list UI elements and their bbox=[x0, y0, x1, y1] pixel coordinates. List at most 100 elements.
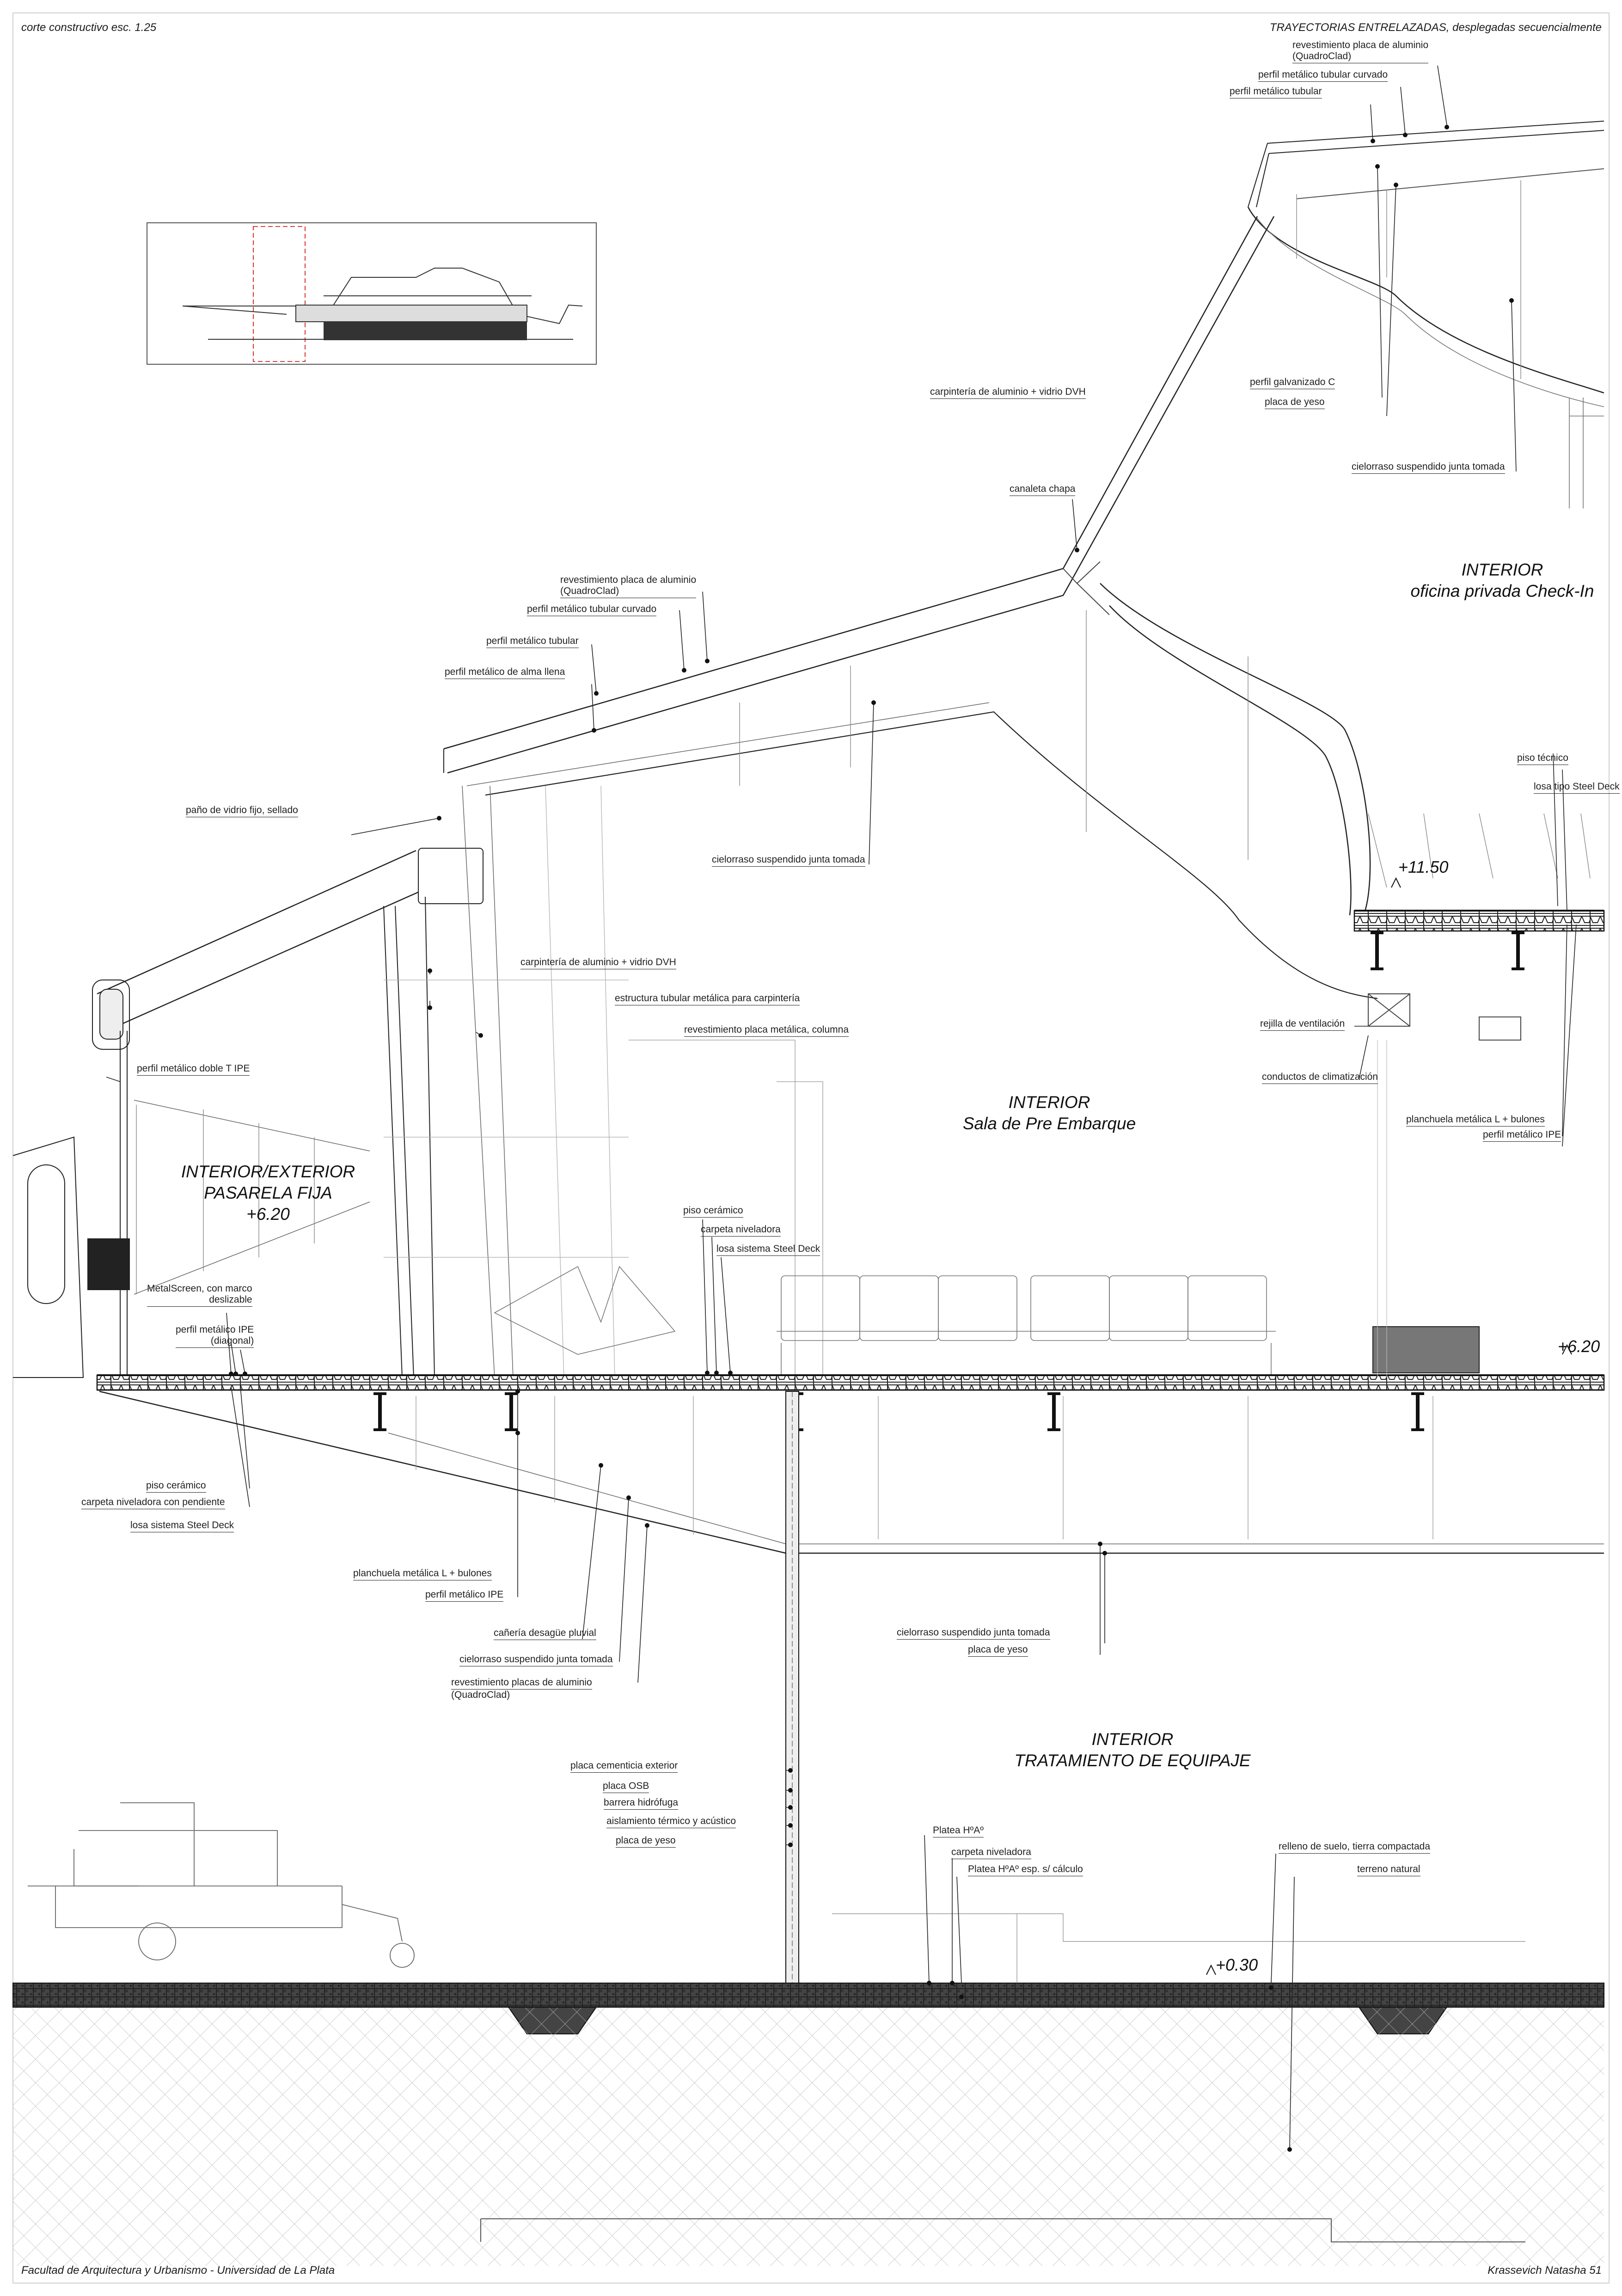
label-yeso-top: placa de yeso bbox=[1265, 397, 1325, 409]
sheet-title: corte constructivo esc. 1.25 bbox=[21, 21, 157, 34]
label-metalscreen-line2: deslizable bbox=[147, 1294, 252, 1307]
slab-620 bbox=[96, 1374, 1605, 1391]
space-pasarela-line3: +6.20 bbox=[246, 1205, 290, 1224]
label-terreno-text: terreno natural bbox=[1357, 1864, 1420, 1876]
label-rejilla: rejilla de ventilación bbox=[1260, 1018, 1345, 1031]
label-losa-mid-text: losa sistema Steel Deck bbox=[716, 1243, 820, 1256]
space-equipaje-line2: TRATAMIENTO DE EQUIPAJE bbox=[1014, 1751, 1251, 1770]
ground-slab bbox=[12, 1913, 1604, 2266]
label-caneria-text: cañería desagüe pluvial bbox=[494, 1628, 596, 1640]
label-vidrio-fijo: paño de vidrio fijo, sellado bbox=[186, 805, 298, 817]
space-equipaje-line1: INTERIOR bbox=[1091, 1730, 1174, 1749]
label-top-revestimiento-line1: revestimiento placa de aluminio bbox=[1292, 40, 1429, 50]
space-checkin-line1: INTERIOR bbox=[1461, 560, 1543, 579]
aircraft-door-outline bbox=[12, 1136, 130, 1378]
label-losa-steel-deck-right-text: losa tipo Steel Deck bbox=[1534, 781, 1620, 794]
label-carpeta-low-text: carpeta niveladora bbox=[951, 1847, 1031, 1859]
slab-1150 bbox=[1353, 813, 1605, 1378]
label-canaleta: canaleta chapa bbox=[1010, 484, 1076, 496]
label-carpinteria-mid-text: carpintería de aluminio + vidrio DVH bbox=[520, 957, 676, 969]
baggage-cart bbox=[28, 1802, 415, 1968]
label-mid-perfil-curvado: perfil metálico tubular curvado bbox=[527, 604, 657, 616]
label-mid-revestimiento-line2: (QuadroClad) bbox=[560, 586, 697, 598]
label-revestimiento-columna-text: revestimiento placa metálica, columna bbox=[684, 1024, 849, 1037]
label-planchuela-left-text: planchuela metálica L + bulones bbox=[353, 1568, 492, 1580]
label-cielorraso-top-text: cielorraso suspendido junta tomada bbox=[1352, 461, 1505, 474]
label-carpinteria-top-text: carpintería de aluminio + vidrio DVH bbox=[930, 386, 1086, 399]
space-checkin-line2: oficina privada Check-In bbox=[1410, 582, 1594, 600]
label-top-perfil-curvado-text: perfil metálico tubular curvado bbox=[1258, 69, 1388, 82]
label-terreno: terreno natural bbox=[1357, 1864, 1420, 1876]
label-cementicia: placa cementicia exterior bbox=[570, 1760, 678, 1773]
central-wall bbox=[785, 1391, 799, 1984]
label-metalscreen-line1: MetalScreen, con marco bbox=[147, 1283, 252, 1294]
label-planchuela-right: planchuela metálica L + bulones bbox=[1406, 1114, 1545, 1127]
roof-checkin-structure bbox=[1247, 121, 1604, 508]
label-top-revestimiento-line2: (QuadroClad) bbox=[1292, 51, 1429, 63]
label-ipe-diagonal-line1: perfil metálico IPE bbox=[176, 1324, 254, 1335]
label-cielorraso-left: cielorraso suspendido junta tomada bbox=[459, 1654, 613, 1666]
counter-block bbox=[1372, 1326, 1480, 1373]
label-carpeta-mid: carpeta niveladora bbox=[701, 1224, 781, 1237]
label-piso-ceramico-left-text: piso cerámico bbox=[146, 1480, 206, 1493]
level-label-620: +6.20 bbox=[1558, 1337, 1600, 1356]
label-top-perfil-curvado: perfil metálico tubular curvado bbox=[1258, 69, 1388, 82]
label-mid-revestimiento-line1: revestimiento placa de aluminio bbox=[560, 575, 697, 585]
label-ipe-diagonal: perfil metálico IPE (diagonal) bbox=[176, 1324, 254, 1348]
label-relleno: relleno de suelo, tierra compactada bbox=[1279, 1841, 1431, 1854]
label-piso-tecnico-text: piso técnico bbox=[1517, 753, 1568, 765]
label-top-perfil-tubular-text: perfil metálico tubular bbox=[1230, 86, 1322, 98]
label-carpinteria-top: carpintería de aluminio + vidrio DVH bbox=[930, 386, 1086, 399]
label-cielorraso-top: cielorraso suspendido junta tomada bbox=[1352, 461, 1505, 474]
label-mid-revestimiento: revestimiento placa de aluminio (QuadroC… bbox=[560, 575, 697, 598]
space-label-checkin: INTERIOR oficina privada Check-In bbox=[1410, 559, 1595, 602]
label-yeso-top-text: placa de yeso bbox=[1265, 397, 1325, 409]
label-hidrofuga-text: barrera hidrófuga bbox=[604, 1797, 679, 1810]
space-pasarela-line1: INTERIOR/EXTERIOR bbox=[181, 1162, 355, 1181]
label-carpeta-low: carpeta niveladora bbox=[951, 1847, 1031, 1859]
label-top-revestimiento: revestimiento placa de aluminio (QuadroC… bbox=[1292, 40, 1429, 63]
label-platea-esp-text: Platea HºAº esp. s/ cálculo bbox=[968, 1864, 1083, 1876]
label-losa-mid: losa sistema Steel Deck bbox=[716, 1243, 820, 1256]
roof-pasarela-structure bbox=[92, 848, 484, 1378]
label-revestimiento-left: revestimiento placas de aluminio (Quadro… bbox=[451, 1677, 592, 1701]
space-label-preembarque: INTERIOR Sala de Pre Embarque bbox=[957, 1092, 1142, 1134]
label-rejilla-text: rejilla de ventilación bbox=[1260, 1018, 1345, 1031]
label-planchuela-left: planchuela metálica L + bulones bbox=[353, 1568, 492, 1580]
label-losa-left-text: losa sistema Steel Deck bbox=[130, 1520, 234, 1532]
label-relleno-text: relleno de suelo, tierra compactada bbox=[1279, 1841, 1431, 1854]
label-galvanizado: perfil galvanizado C bbox=[1250, 377, 1335, 389]
label-losa-left: losa sistema Steel Deck bbox=[130, 1520, 234, 1532]
label-cielorraso-low-text: cielorraso suspendido junta tomada bbox=[897, 1627, 1050, 1640]
label-carpeta-pendiente: carpeta niveladora con pendiente bbox=[81, 1497, 225, 1509]
label-doble-t-text: perfil metálico doble T IPE bbox=[137, 1063, 250, 1076]
label-platea-text: Platea HºAº bbox=[933, 1825, 984, 1837]
ipe-beams bbox=[373, 931, 1524, 1431]
space-label-pasarela: INTERIOR/EXTERIOR PASARELA FIJA +6.20 bbox=[176, 1161, 361, 1225]
label-osb-text: placa OSB bbox=[603, 1781, 649, 1793]
label-conductos-text: conductos de climatización bbox=[1262, 1071, 1378, 1084]
label-revestimiento-left-line1: revestimiento placas de aluminio bbox=[451, 1677, 592, 1690]
label-cielorraso-left-text: cielorraso suspendido junta tomada bbox=[459, 1654, 613, 1666]
label-mid-perfil-curvado-text: perfil metálico tubular curvado bbox=[527, 604, 657, 616]
label-piso-ceramico-left: piso cerámico bbox=[146, 1480, 206, 1493]
label-piso-tecnico: piso técnico bbox=[1517, 753, 1568, 765]
label-alma-llena: perfil metálico de alma llena bbox=[445, 667, 565, 679]
label-cielorraso-low: cielorraso suspendido junta tomada bbox=[897, 1627, 1050, 1640]
label-metalscreen: MetalScreen, con marco deslizable bbox=[147, 1283, 252, 1307]
level-markers bbox=[1206, 877, 1572, 1975]
label-planchuela-right-text: planchuela metálica L + bulones bbox=[1406, 1114, 1545, 1127]
label-aislamiento-text: aislamiento térmico y acústico bbox=[606, 1816, 736, 1828]
label-canaleta-text: canaleta chapa bbox=[1010, 484, 1076, 496]
label-carpeta-mid-text: carpeta niveladora bbox=[701, 1224, 781, 1237]
label-galvanizado-text: perfil galvanizado C bbox=[1250, 377, 1335, 389]
leader-lines bbox=[106, 65, 1577, 2150]
label-losa-steel-deck-right: losa tipo Steel Deck bbox=[1534, 781, 1620, 794]
label-cementicia-text: placa cementicia exterior bbox=[570, 1760, 678, 1773]
columns-and-carpentry bbox=[383, 785, 823, 1378]
label-carpinteria-mid: carpintería de aluminio + vidrio DVH bbox=[520, 957, 676, 969]
level-label-1150: +11.50 bbox=[1398, 857, 1449, 876]
footer-author: Krassevich Natasha 51 bbox=[1487, 2264, 1602, 2277]
